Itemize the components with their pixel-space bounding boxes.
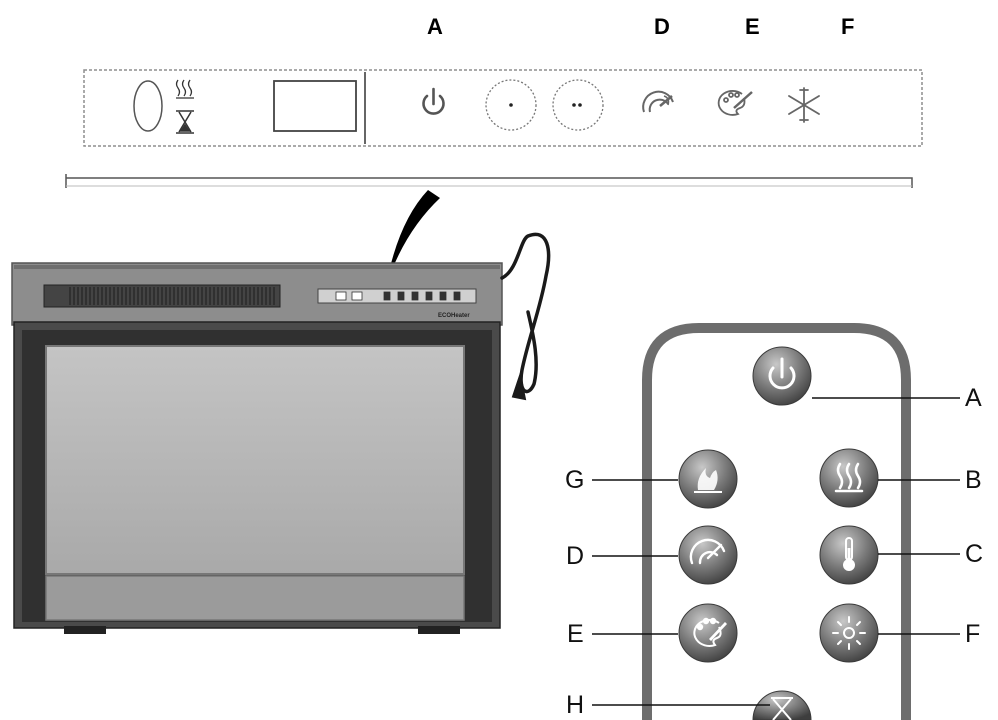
mini-control-button[interactable] (411, 291, 419, 301)
remote-brightness-button[interactable] (819, 603, 879, 663)
panel-double-dot-button[interactable] (552, 79, 604, 131)
remote-callout-h: H (566, 691, 585, 719)
panel-callout-e: E (745, 14, 760, 39)
mini-control-button[interactable] (439, 291, 447, 301)
remote-flame-button[interactable] (678, 449, 738, 509)
mini-control-button[interactable] (425, 291, 433, 301)
panel-callout-d: D (654, 14, 670, 39)
panel-oval-button[interactable] (133, 80, 163, 132)
remote-callout-c: C (965, 540, 984, 568)
remote-timer-button[interactable] (752, 690, 812, 720)
panel-hourglass-icon (176, 110, 194, 134)
remote-power-button[interactable] (752, 346, 812, 406)
panel-brightness-icon[interactable] (788, 87, 820, 123)
control-panel-zoom (65, 69, 923, 188)
panel-color-palette-icon[interactable] (717, 90, 753, 116)
mini-control-button[interactable] (453, 291, 461, 301)
brightness-icon (832, 616, 866, 650)
heat-icon (834, 462, 864, 493)
zoom-pointer (386, 190, 440, 286)
remote-callout-b: B (965, 466, 982, 494)
remote-callout-g: G (565, 466, 585, 494)
leader-lines (592, 397, 960, 706)
remote-callout-a: A (965, 384, 982, 412)
panel-callout-f: F (841, 14, 855, 39)
remote-heat-button[interactable] (819, 448, 879, 508)
mini-control-button[interactable] (351, 291, 363, 301)
flame-icon (697, 468, 718, 490)
mini-control-button[interactable] (383, 291, 391, 301)
color-palette-icon (693, 617, 728, 647)
remote-callout-d: D (566, 542, 585, 570)
panel-display-window (273, 80, 357, 132)
panel-callout-a: A (427, 14, 443, 39)
remote-flame-speed-button[interactable] (678, 525, 738, 585)
remote-callout-e: E (567, 620, 584, 648)
device-brand-label: ECOHeater (438, 313, 470, 319)
flame-speed-icon (689, 538, 726, 565)
remote-callout-f: F (965, 620, 981, 648)
panel-single-dot-button[interactable] (485, 79, 537, 131)
power-icon (768, 366, 796, 390)
thermometer-icon (843, 537, 855, 571)
fireplace-glass (45, 345, 465, 575)
hourglass-icon (771, 697, 793, 720)
panel-flame-speed-icon[interactable] (642, 90, 674, 113)
panel-power-icon[interactable] (422, 87, 445, 115)
remote-color-button[interactable] (678, 603, 738, 663)
mini-control-button[interactable] (335, 291, 347, 301)
power-cord (500, 232, 551, 401)
remote-temperature-button[interactable] (819, 525, 879, 585)
mini-control-button[interactable] (397, 291, 405, 301)
panel-heat-icon (175, 79, 194, 99)
fireplace-insert (11, 262, 503, 634)
